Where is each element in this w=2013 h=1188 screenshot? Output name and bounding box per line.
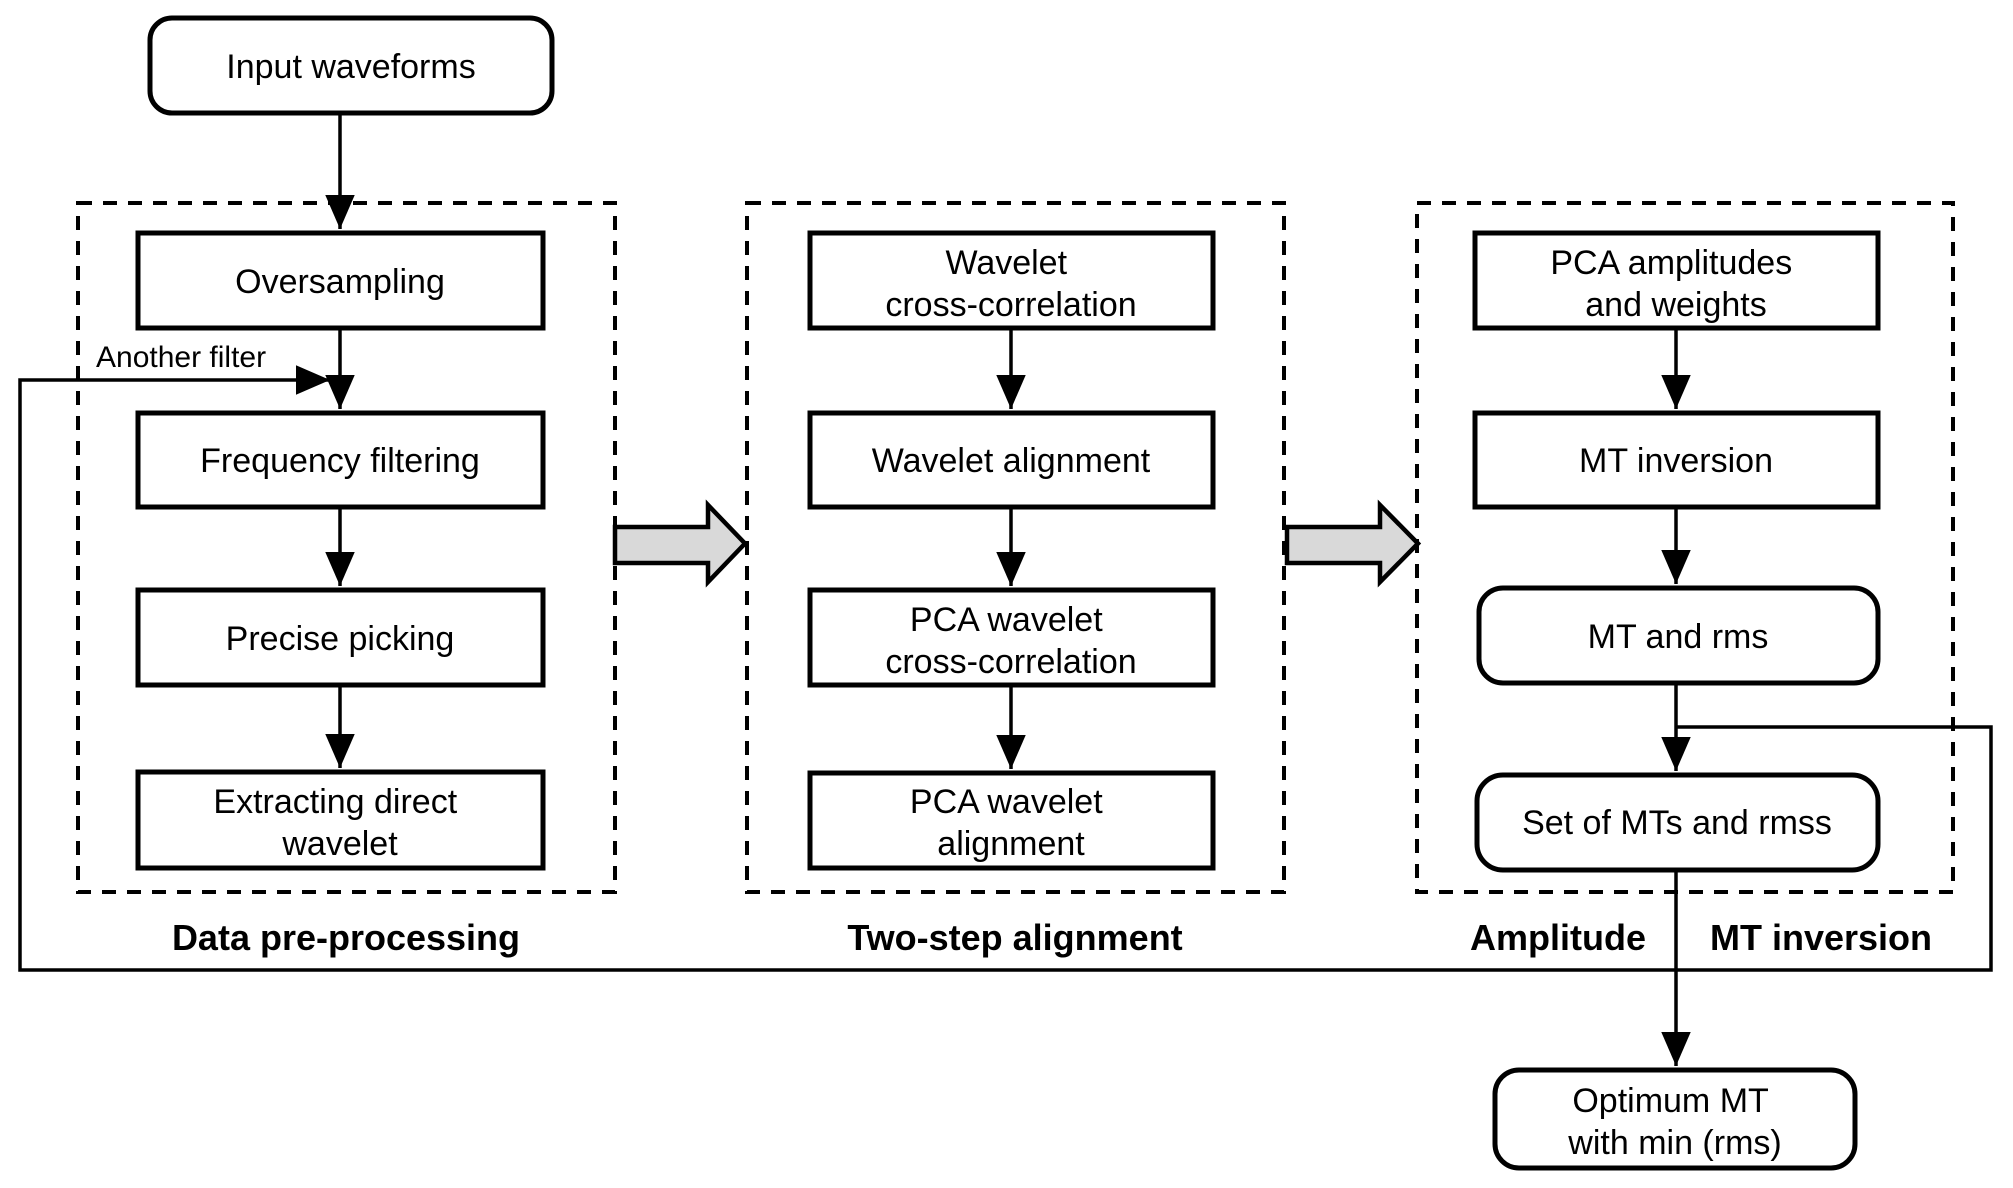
- node-pca-wavelet-cross-correlation: PCA wavelet cross-correlation: [807, 587, 1216, 688]
- node-label: Extracting direct wavelet: [213, 783, 466, 863]
- node-label: MT and rms: [1588, 618, 1769, 656]
- node-pca-wavelet-alignment: PCA wavelet alignment: [807, 770, 1216, 871]
- node-label: Wavelet alignment: [872, 442, 1151, 480]
- stage-arrow-2-icon: [1284, 499, 1422, 588]
- node-label: Set of MTs and rmss: [1522, 804, 1832, 842]
- node-mt-inversion: MT inversion: [1472, 410, 1881, 510]
- stage-arrow-1-icon: [612, 499, 749, 588]
- node-wavelet-cross-correlation: Wavelet cross-correlation: [807, 230, 1216, 331]
- node-label: Wavelet cross-correlation: [885, 244, 1136, 324]
- node-wavelet-alignment: Wavelet alignment: [807, 410, 1216, 510]
- node-input-waveforms: Input waveforms: [147, 15, 555, 116]
- node-label: Oversampling: [235, 263, 445, 301]
- node-label: Optimum MT with min (rms): [1567, 1082, 1781, 1162]
- group-box-two-step-alignment: [745, 201, 1286, 894]
- node-optimum-mt: Optimum MT with min (rms): [1492, 1067, 1858, 1171]
- node-label: PCA amplitudes and weights: [1550, 244, 1801, 324]
- group-label-mt-inversion: MT inversion: [1710, 917, 1932, 958]
- another-filter-label: Another filter: [96, 341, 266, 374]
- node-label: PCA wavelet alignment: [910, 783, 1112, 863]
- feedback-loop-arrow: [18, 365, 1993, 972]
- group-label-amplitude: Amplitude: [1470, 917, 1646, 958]
- node-frequency-filtering: Frequency filtering: [135, 410, 546, 510]
- group-label-data-pre-processing: Data pre-processing: [172, 917, 520, 958]
- node-set-of-mts-and-rmss: Set of MTs and rmss: [1474, 772, 1881, 873]
- node-precise-picking: Precise picking: [135, 587, 546, 688]
- node-pca-amplitudes-and-weights: PCA amplitudes and weights: [1472, 230, 1881, 331]
- node-extracting-direct-wavelet: Extracting direct wavelet: [135, 769, 546, 871]
- node-oversampling: Oversampling: [135, 230, 546, 331]
- node-mt-and-rms: MT and rms: [1476, 585, 1881, 686]
- node-label: MT inversion: [1579, 442, 1773, 480]
- node-label: Input waveforms: [226, 48, 475, 86]
- node-label: PCA wavelet cross-correlation: [885, 601, 1136, 681]
- node-label: Precise picking: [226, 620, 455, 658]
- group-label-two-step-alignment: Two-step alignment: [847, 917, 1182, 958]
- node-label: Frequency filtering: [200, 442, 480, 480]
